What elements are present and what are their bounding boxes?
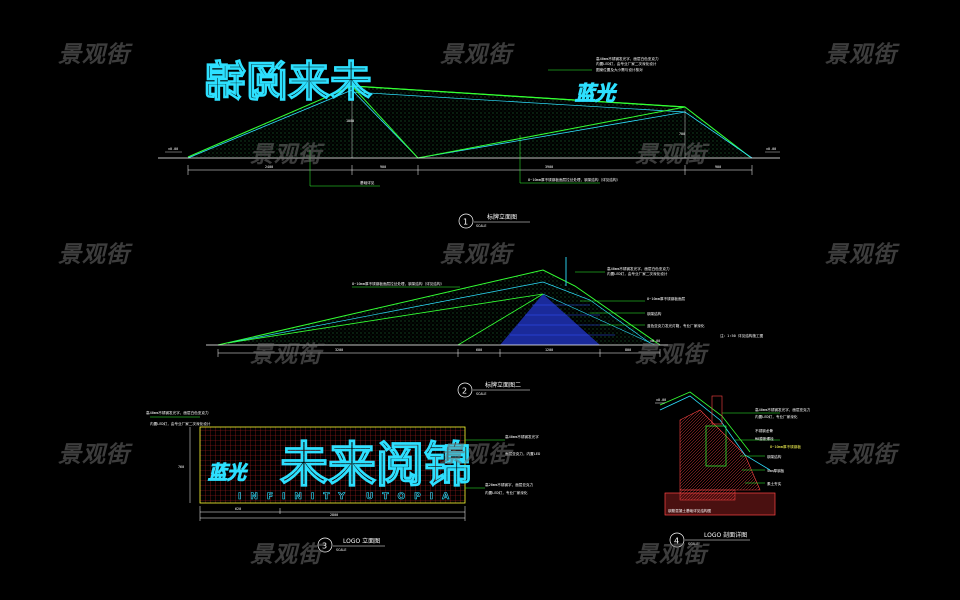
watermark: 景观街 xyxy=(440,242,512,268)
svg-text:±0.00: ±0.00 xyxy=(766,147,776,151)
svg-text:内置LED灯，由专业厂家二次深化设计: 内置LED灯，由专业厂家二次深化设计 xyxy=(596,61,657,66)
svg-text:2800: 2800 xyxy=(330,513,338,517)
watermark: 景观街 xyxy=(250,142,322,168)
svg-text:SCALE: SCALE xyxy=(476,392,487,396)
svg-text:内置LED灯，由专业厂家二次深化设计: 内置LED灯，由专业厂家二次深化设计 xyxy=(150,421,211,426)
svg-text:8~10mm厚不锈钢板面层: 8~10mm厚不锈钢板面层 xyxy=(647,296,686,301)
view-4-title: LOGO 剖面详图 xyxy=(704,531,747,539)
watermark: 景观街 xyxy=(635,142,707,168)
watermark: 景观街 xyxy=(635,342,707,368)
svg-text:M8膨胀螺栓: M8膨胀螺栓 xyxy=(755,436,774,441)
svg-text:760: 760 xyxy=(178,465,184,469)
svg-text:8~10mm厚不锈钢板面层拉丝处理，钢架结构（详见结构）: 8~10mm厚不锈钢板面层拉丝处理，钢架结构（详见结构） xyxy=(352,281,444,286)
svg-text:600: 600 xyxy=(476,348,482,352)
svg-text:4: 4 xyxy=(674,537,679,546)
logo-sub-text-view3: 蓝光 xyxy=(208,462,248,484)
elevation-view-2: 3200 600 1200 800 8~10mm厚不锈钢板面层拉丝处理，钢架结构… xyxy=(206,257,764,398)
logo-main-text-view1: 未来阅锦 xyxy=(203,56,372,106)
logo-main-text-view3: 未来阅锦 xyxy=(280,437,472,493)
svg-text:蓝色亚克力发光灯箱，专业厂家深化: 蓝色亚克力发光灯箱，专业厂家深化 xyxy=(647,323,705,328)
svg-text:900: 900 xyxy=(380,165,386,169)
svg-text:高40mm不锈钢发光字，面层白色亚克力: 高40mm不锈钢发光字，面层白色亚克力 xyxy=(596,56,659,61)
svg-text:图案位置及大小需与设计核对: 图案位置及大小需与设计核对 xyxy=(596,67,643,72)
view-1-title: 标牌立面图 xyxy=(487,213,517,221)
svg-text:基础详见: 基础详见 xyxy=(360,180,375,185)
logo-english-text: INFINITY UTOPIA xyxy=(238,492,458,502)
svg-text:SCALE: SCALE xyxy=(688,542,699,546)
svg-text:3: 3 xyxy=(322,542,327,551)
svg-text:1: 1 xyxy=(463,218,468,227)
watermark: 景观街 xyxy=(635,542,707,568)
logo-sub-text-view1: 蓝光 xyxy=(575,81,617,105)
svg-text:8~10mm厚不锈钢板面层拉丝处理，钢架结构（详见结构）: 8~10mm厚不锈钢板面层拉丝处理，钢架结构（详见结构） xyxy=(528,177,620,182)
view-2-title: 标牌立面图二 xyxy=(485,381,521,389)
svg-text:内置LED灯，专业厂家深化: 内置LED灯，专业厂家深化 xyxy=(485,490,528,495)
svg-text:2: 2 xyxy=(462,387,467,396)
svg-text:SCALE: SCALE xyxy=(476,224,487,228)
svg-text:2400: 2400 xyxy=(265,165,273,169)
watermark: 景观街 xyxy=(250,542,322,568)
svg-text:高40mm不锈钢发光字，面层白色亚克力: 高40mm不锈钢发光字，面层白色亚克力 xyxy=(607,266,670,271)
svg-text:钢架结构: 钢架结构 xyxy=(767,454,782,459)
svg-text:3900: 3900 xyxy=(545,165,553,169)
view-3-title: LOGO 立面图 xyxy=(343,537,380,545)
svg-text:1200: 1200 xyxy=(545,348,553,352)
svg-text:620: 620 xyxy=(235,507,241,511)
svg-text:面层亚克力，内置LED: 面层亚克力，内置LED xyxy=(505,451,540,456)
logo-elevation-view-3: 未来阅锦 蓝光 INFINITY UTOPIA 620 2800 760 高40… xyxy=(146,410,540,553)
svg-text:内置LED灯，专业厂家深化: 内置LED灯，专业厂家深化 xyxy=(755,414,798,419)
svg-text:高40mm不锈钢发光字，面层亚克力: 高40mm不锈钢发光字，面层亚克力 xyxy=(755,407,811,412)
svg-text:5mm厚钢板: 5mm厚钢板 xyxy=(767,468,785,473)
watermark: 景观街 xyxy=(250,342,322,368)
watermark: 景观街 xyxy=(440,42,512,68)
svg-text:内置LED灯，由专业厂家二次深化设计: 内置LED灯，由专业厂家二次深化设计 xyxy=(607,271,668,276)
logo-section-view-4: 钢筋混凝土基础详见结构图 高40mm不锈钢发光字，面层亚克力 内置LED灯，专业… xyxy=(655,391,811,548)
svg-text:±0.00: ±0.00 xyxy=(168,147,178,151)
watermark: 景观街 xyxy=(440,442,512,468)
watermark: 景观街 xyxy=(825,42,897,68)
watermark: 景观街 xyxy=(58,42,130,68)
svg-text:±0.00: ±0.00 xyxy=(650,339,660,343)
svg-text:3200: 3200 xyxy=(335,348,343,352)
svg-text:不锈钢龙骨: 不锈钢龙骨 xyxy=(755,428,773,433)
svg-text:钢筋混凝土基础详见结构图: 钢筋混凝土基础详见结构图 xyxy=(668,508,712,513)
watermark: 景观街 xyxy=(825,242,897,268)
svg-text:素土夯实: 素土夯实 xyxy=(767,481,782,486)
elevation-view-1: ±0.00 ±0.00 2400 900 3900 900 1000 700 基… xyxy=(158,56,780,229)
svg-text:SCALE: SCALE xyxy=(336,548,347,552)
svg-text:钢架结构: 钢架结构 xyxy=(647,311,662,316)
svg-text:700: 700 xyxy=(679,132,685,136)
watermark: 景观街 xyxy=(825,442,897,468)
svg-text:900: 900 xyxy=(715,165,721,169)
svg-text:±0.00: ±0.00 xyxy=(656,398,666,402)
watermark: 景观街 xyxy=(58,442,130,468)
svg-text:高20mm不锈钢字，面层亚克力: 高20mm不锈钢字，面层亚克力 xyxy=(485,482,534,487)
svg-text:高40mm不锈钢发光字: 高40mm不锈钢发光字 xyxy=(505,434,539,439)
svg-text:注：1:50 详见结构施工图: 注：1:50 详见结构施工图 xyxy=(720,333,764,338)
svg-text:1000: 1000 xyxy=(346,119,354,123)
watermark: 景观街 xyxy=(58,242,130,268)
svg-text:800: 800 xyxy=(625,348,631,352)
svg-text:高40mm不锈钢发光字，面层白色亚克力: 高40mm不锈钢发光字，面层白色亚克力 xyxy=(146,410,209,415)
svg-text:8~10mm厚不锈钢板: 8~10mm厚不锈钢板 xyxy=(770,444,801,449)
svg-text:未来阅锦: 未来阅锦 xyxy=(204,57,372,106)
